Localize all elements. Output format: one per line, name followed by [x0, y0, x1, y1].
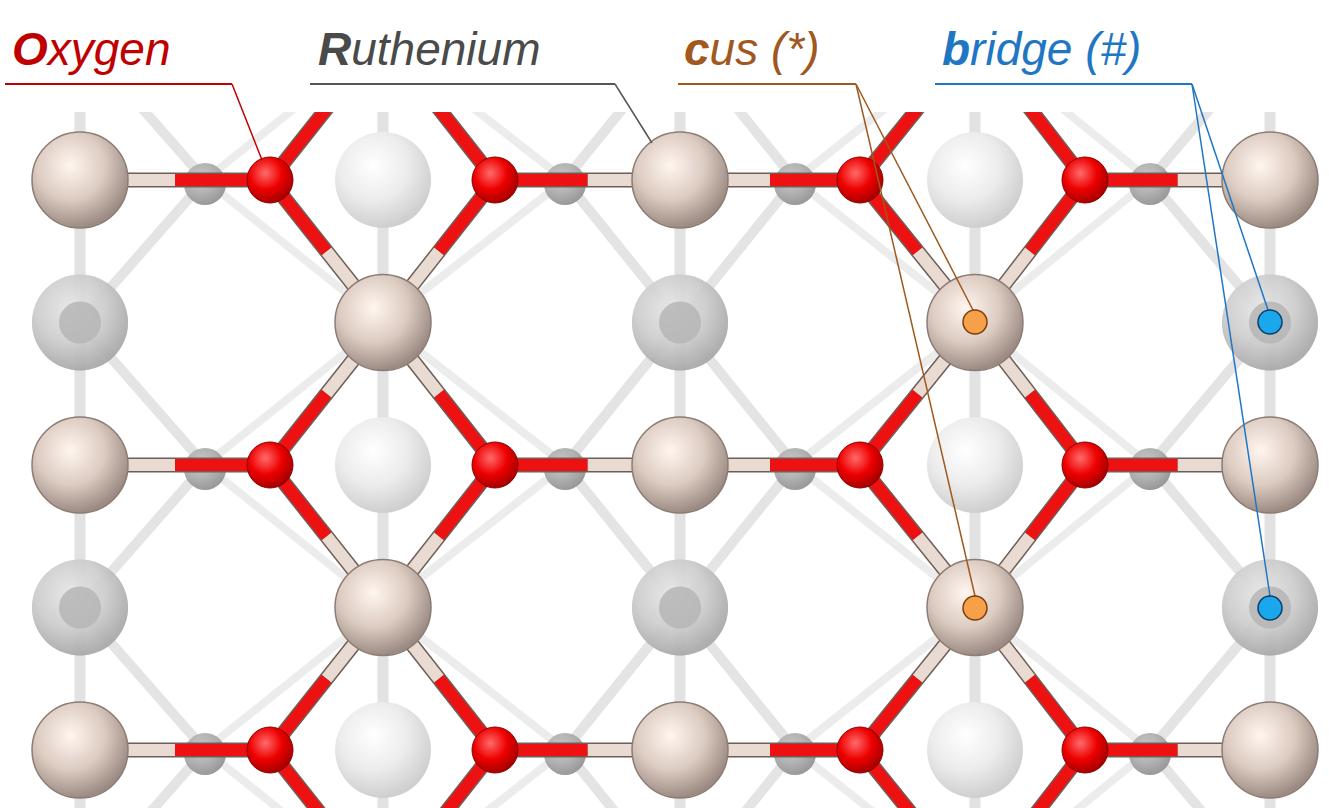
subsurface-oxygen — [1249, 302, 1291, 344]
subsurface-ruthenium — [1222, 560, 1318, 656]
cus-site-marker — [963, 310, 987, 334]
subsurface-ruthenium — [927, 132, 1023, 228]
element-label: Oxygen — [12, 26, 171, 72]
subsurface-ruthenium — [632, 275, 728, 371]
leader-line — [856, 84, 975, 596]
subsurface-ruthenium — [632, 560, 728, 656]
leader-line — [856, 84, 973, 310]
site-label: bridge (#) — [942, 26, 1141, 72]
subsurface-oxygen — [659, 302, 701, 344]
bridge-site-marker — [1258, 596, 1282, 620]
underline — [678, 83, 856, 85]
ruthenium-atom — [1222, 702, 1318, 798]
leader-line — [615, 84, 652, 143]
element-label: Ruthenium — [318, 26, 540, 72]
underline — [5, 83, 232, 85]
ruthenium-atom — [1222, 132, 1318, 228]
site-label: cus (*) — [684, 26, 820, 72]
oxygen-atom — [1062, 442, 1108, 488]
surface-atoms — [32, 112, 1318, 808]
ruthenium-atom — [32, 132, 128, 228]
subsurface-ruthenium — [1222, 275, 1318, 371]
oxygen-atom — [472, 157, 518, 203]
subsurface-ruthenium — [32, 560, 128, 656]
bridge-site-marker — [1258, 310, 1282, 334]
cus-ruthenium-atom — [927, 275, 1023, 371]
subsurface-oxygen — [59, 587, 101, 629]
leader-line — [232, 84, 262, 160]
subsurface-layer — [32, 112, 1318, 808]
underline — [935, 83, 1192, 85]
ruthenium-atom — [1222, 417, 1318, 513]
lattice — [32, 112, 1318, 808]
oxygen-atom — [247, 157, 293, 203]
subsurface-ruthenium — [1222, 275, 1318, 371]
subsurface-ruthenium — [32, 560, 128, 656]
subsurface-oxygen — [59, 302, 101, 344]
oxygen-atom — [247, 442, 293, 488]
subsurface-ruthenium — [632, 560, 728, 656]
oxygen-atom — [472, 442, 518, 488]
cus-ruthenium-atom — [927, 560, 1023, 656]
subsurface-ruthenium — [927, 417, 1023, 513]
leader-lines — [5, 84, 1282, 620]
oxygen-atom — [1062, 157, 1108, 203]
cus-ruthenium-atom — [335, 560, 431, 656]
subsurface-oxygen — [659, 587, 701, 629]
subsurface-ruthenium — [335, 702, 431, 798]
subsurface-ruthenium — [632, 275, 728, 371]
subsurface-oxygen — [59, 587, 101, 629]
oxygen-atom — [837, 727, 883, 773]
oxygen-atom — [472, 727, 518, 773]
subsurface-ruthenium — [335, 132, 431, 228]
subsurface-oxygen — [659, 587, 701, 629]
ruthenium-atom — [632, 132, 728, 228]
oxygen-atom — [1062, 727, 1108, 773]
subsurface-oxygen — [659, 302, 701, 344]
subsurface-ruthenium — [927, 702, 1023, 798]
leader-line — [1192, 84, 1270, 596]
underline — [310, 83, 615, 85]
ruthenium-atom — [632, 702, 728, 798]
surface-bonds — [80, 112, 1270, 808]
subsurface-ruthenium — [32, 275, 128, 371]
oxygen-atom — [837, 442, 883, 488]
oxygen-atom — [837, 157, 883, 203]
ruthenium-atom — [32, 702, 128, 798]
subsurface-oxygen — [1249, 302, 1291, 344]
cus-ruthenium-atom — [335, 275, 431, 371]
oxygen-atom — [247, 727, 293, 773]
subsurface-ruthenium — [335, 417, 431, 513]
cus-site-marker — [963, 596, 987, 620]
subsurface-oxygen — [59, 302, 101, 344]
leader-line — [1192, 84, 1268, 310]
ruthenium-atom — [632, 417, 728, 513]
subsurface-ruthenium — [1222, 560, 1318, 656]
subsurface-ruthenium — [32, 275, 128, 371]
ruthenium-atom — [32, 417, 128, 513]
